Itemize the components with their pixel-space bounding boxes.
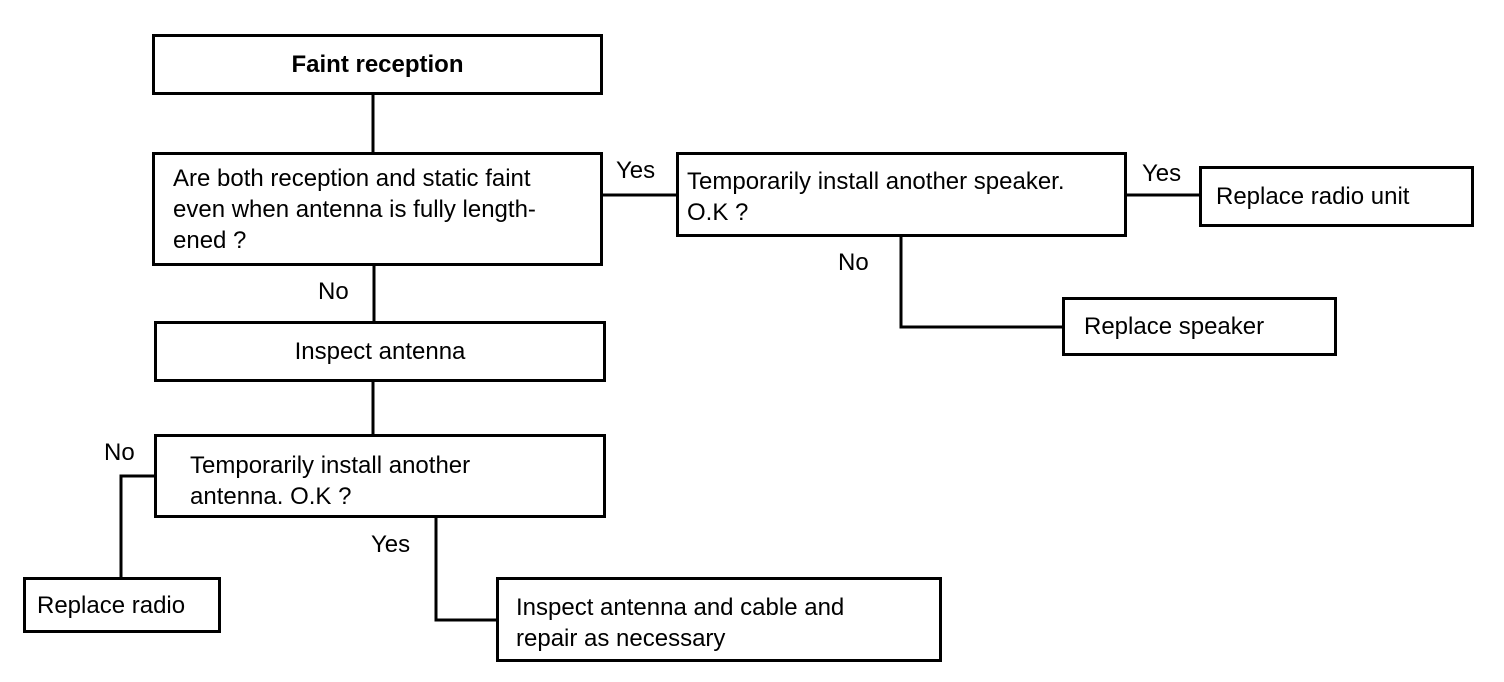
- edge-label-speaker-yes: Yes: [1142, 160, 1182, 187]
- decision-text-line-1: Are both reception and static faint: [173, 165, 531, 192]
- result-text-line-2: repair as necessary: [516, 625, 726, 652]
- result-text-line-1: Inspect antenna and cable and: [516, 594, 845, 621]
- process-node-inspect-antenna: Inspect antenna: [154, 321, 606, 382]
- edge-label-both-faint-yes: Yes: [616, 157, 656, 184]
- start-node-faint-reception: Faint reception: [152, 34, 603, 95]
- decision-text-line-1: Temporarily install another speaker.: [687, 168, 1065, 195]
- result-node-replace-radio-unit: Replace radio unit: [1199, 166, 1474, 227]
- edge-label-speaker-no: No: [838, 249, 869, 276]
- edge-label-antenna-no: No: [104, 439, 135, 466]
- decision-text-line-2: O.K ?: [687, 199, 749, 226]
- edge-label-antenna-yes: Yes: [371, 531, 411, 558]
- result-node-inspect-cable: Inspect antenna and cable and repair as …: [496, 577, 942, 662]
- decision-text-line-2: antenna. O.K ?: [190, 483, 352, 510]
- result-text: Replace radio unit: [1216, 183, 1410, 210]
- decision-text-line-3: ened ?: [173, 227, 247, 254]
- edge-label-both-faint-no: No: [318, 278, 349, 305]
- result-text: Replace speaker: [1084, 313, 1265, 340]
- connector-install-antenna-to-replace-radio: [119, 474, 154, 577]
- decision-node-install-speaker: Temporarily install another speaker. O.K…: [676, 152, 1127, 237]
- decision-node-both-faint: Are both reception and static faint even…: [152, 152, 603, 266]
- result-node-replace-speaker: Replace speaker: [1062, 297, 1337, 356]
- result-text: Replace radio: [37, 591, 186, 619]
- decision-text-line-2: even when antenna is fully length-: [173, 196, 536, 223]
- process-text: Inspect antenna: [294, 338, 466, 365]
- decision-node-install-antenna: Temporarily install another antenna. O.K…: [154, 434, 606, 518]
- connector-install-antenna-to-inspect-cable: [434, 518, 496, 622]
- result-node-replace-radio: Replace radio: [23, 577, 221, 633]
- start-node-text: Faint reception: [291, 51, 464, 78]
- decision-text-line-1: Temporarily install another: [190, 452, 471, 479]
- connector-install-speaker-to-replace-speaker: [899, 237, 1062, 329]
